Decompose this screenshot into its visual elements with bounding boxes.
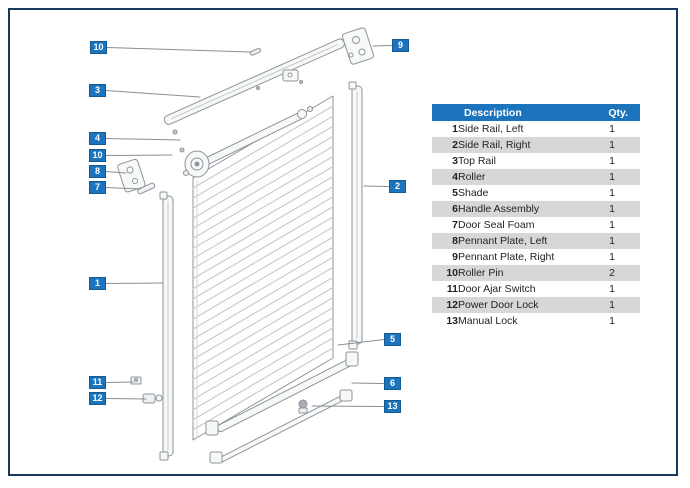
cell-num: 12 bbox=[446, 299, 458, 311]
cell-qty: 2 bbox=[609, 267, 615, 279]
cell-qty: 1 bbox=[609, 251, 615, 263]
cell-desc: Handle Assembly bbox=[458, 203, 540, 215]
cell-desc: Side Rail, Left bbox=[458, 123, 524, 135]
cell-num: 9 bbox=[452, 251, 458, 263]
parts-table-header: Description Qty. bbox=[432, 104, 640, 121]
roller bbox=[183, 106, 313, 178]
curtain-slats bbox=[192, 105, 334, 431]
cell-desc: Shade bbox=[458, 187, 489, 199]
header-qty: Qty. bbox=[584, 104, 640, 121]
side-rail-left bbox=[159, 191, 174, 461]
cell-qty: 1 bbox=[609, 139, 615, 151]
cell-num: 1 bbox=[452, 123, 458, 135]
roller-pin-left bbox=[183, 170, 189, 176]
cell-qty: 1 bbox=[609, 299, 615, 311]
door-seal-foam bbox=[137, 182, 156, 195]
pennant-plate-right bbox=[341, 27, 375, 65]
callout-10: 10 bbox=[89, 149, 106, 162]
header-description: Description bbox=[458, 104, 584, 121]
cell-num: 11 bbox=[446, 283, 458, 295]
cell-num: 7 bbox=[452, 219, 458, 231]
callout-13: 13 bbox=[384, 400, 401, 413]
cell-desc: Roller bbox=[458, 171, 486, 183]
cell-desc: Top Rail bbox=[458, 155, 496, 167]
cell-num: 6 bbox=[452, 203, 458, 215]
callout-1: 1 bbox=[89, 277, 106, 290]
pennant-plate-left bbox=[117, 158, 146, 193]
cell-num: 2 bbox=[452, 139, 458, 151]
shade-curtain bbox=[192, 95, 334, 441]
cell-desc: Pennant Plate, Right bbox=[458, 251, 555, 263]
callout-8: 8 bbox=[89, 165, 106, 178]
callout-11: 11 bbox=[89, 376, 106, 389]
callout-9: 9 bbox=[392, 39, 409, 52]
cell-desc: Side Rail, Right bbox=[458, 139, 531, 151]
callout-leader-lines bbox=[105, 45, 393, 407]
callout-7: 7 bbox=[89, 181, 106, 194]
cell-qty: 1 bbox=[609, 171, 615, 183]
cell-desc: Pennant Plate, Left bbox=[458, 235, 548, 247]
cell-desc: Door Seal Foam bbox=[458, 219, 535, 231]
cell-num: 4 bbox=[452, 171, 458, 183]
cell-qty: 1 bbox=[609, 283, 615, 295]
power-door-lock bbox=[142, 393, 163, 404]
header-num bbox=[432, 104, 458, 121]
callout-4: 4 bbox=[89, 132, 106, 145]
callout-10: 10 bbox=[90, 41, 107, 54]
cell-qty: 1 bbox=[609, 203, 615, 215]
cell-num: 5 bbox=[452, 187, 458, 199]
callout-3: 3 bbox=[89, 84, 106, 97]
mounting-bracket bbox=[172, 69, 303, 153]
callout-6: 6 bbox=[384, 377, 401, 390]
door-ajar-switch bbox=[130, 376, 142, 385]
callout-12: 12 bbox=[89, 392, 106, 405]
cell-qty: 1 bbox=[609, 155, 615, 167]
cell-desc: Power Door Lock bbox=[458, 299, 539, 311]
cell-num: 8 bbox=[452, 235, 458, 247]
callout-2: 2 bbox=[389, 180, 406, 193]
cell-qty: 1 bbox=[609, 219, 615, 231]
cell-num: 3 bbox=[452, 155, 458, 167]
roller-pin-top bbox=[249, 47, 262, 56]
cell-desc: Manual Lock bbox=[458, 315, 518, 327]
cell-desc: Roller Pin bbox=[458, 267, 504, 279]
cell-qty: 1 bbox=[609, 187, 615, 199]
roller-pin-right bbox=[307, 106, 313, 112]
cell-qty: 1 bbox=[609, 123, 615, 135]
manual-lock bbox=[298, 399, 308, 414]
cell-desc: Door Ajar Switch bbox=[458, 283, 536, 295]
callout-5: 5 bbox=[384, 333, 401, 346]
cell-num: 13 bbox=[446, 315, 458, 327]
cell-qty: 1 bbox=[609, 315, 615, 327]
handle-assembly bbox=[205, 351, 359, 436]
bottom-bar bbox=[209, 389, 353, 464]
cell-qty: 1 bbox=[609, 235, 615, 247]
cell-num: 10 bbox=[446, 267, 458, 279]
